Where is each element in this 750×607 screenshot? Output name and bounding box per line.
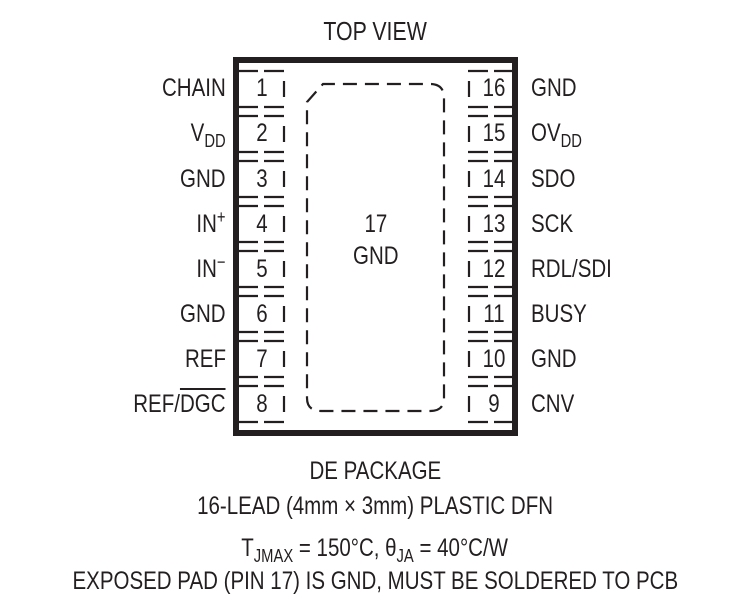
- pin-7-number: 7: [256, 345, 268, 373]
- diagram-title: TOP VIEW: [323, 16, 427, 46]
- pin-13-label: SCK: [531, 210, 574, 238]
- pin-13-number: 13: [482, 210, 506, 238]
- pin-1-number: 1: [256, 74, 268, 102]
- pin-2-number: 2: [256, 119, 268, 147]
- pin-16-label: GND: [531, 74, 577, 102]
- pin-12-label: RDL/SDI: [531, 255, 612, 283]
- package-lead-description: 16-LEAD (4mm × 3mm) PLASTIC DFN: [197, 492, 553, 520]
- pin-8-number: 8: [256, 390, 268, 418]
- pin-6-label: GND: [180, 300, 226, 328]
- pin-5-label: IN−: [196, 252, 226, 283]
- pin-10-label: GND: [531, 345, 577, 373]
- pin-10-number: 10: [482, 345, 506, 373]
- exposed-pad-label: 17 GND: [353, 210, 399, 270]
- pin-8-label: REF/DGC: [133, 390, 226, 418]
- exposed-pad-outline: [305, 82, 446, 413]
- pin-5-number: 5: [256, 255, 268, 283]
- pin-14-label: SDO: [531, 165, 576, 193]
- package-name: DE PACKAGE: [309, 457, 441, 485]
- pin-15-label: OVDD: [531, 119, 582, 151]
- pin-4-label: IN+: [196, 207, 226, 238]
- pin-9-label: CNV: [531, 390, 575, 418]
- pin-2-label: VDD: [190, 119, 226, 151]
- thermal-spec: TJMAX = 150°C, θJA = 40°C/W: [241, 534, 509, 566]
- pin-3-label: GND: [180, 165, 226, 193]
- exposed-pad-note: EXPOSED PAD (PIN 17) IS GND, MUST BE SOL…: [72, 567, 678, 595]
- pin-6-number: 6: [256, 300, 268, 328]
- pin-7-label: REF: [185, 345, 226, 373]
- pin-15-number: 15: [482, 119, 506, 147]
- pin-9-number: 9: [488, 390, 500, 418]
- pin-11-label: BUSY: [531, 300, 587, 328]
- pin-3-number: 3: [256, 165, 268, 193]
- pin-14-number: 14: [482, 165, 506, 193]
- pin-1-label: CHAIN: [162, 74, 226, 102]
- pin-16-number: 16: [482, 74, 506, 102]
- pin-12-number: 12: [482, 255, 506, 283]
- package-outline: [233, 57, 518, 436]
- pin-4-number: 4: [256, 210, 268, 238]
- pin-11-number: 11: [483, 300, 505, 328]
